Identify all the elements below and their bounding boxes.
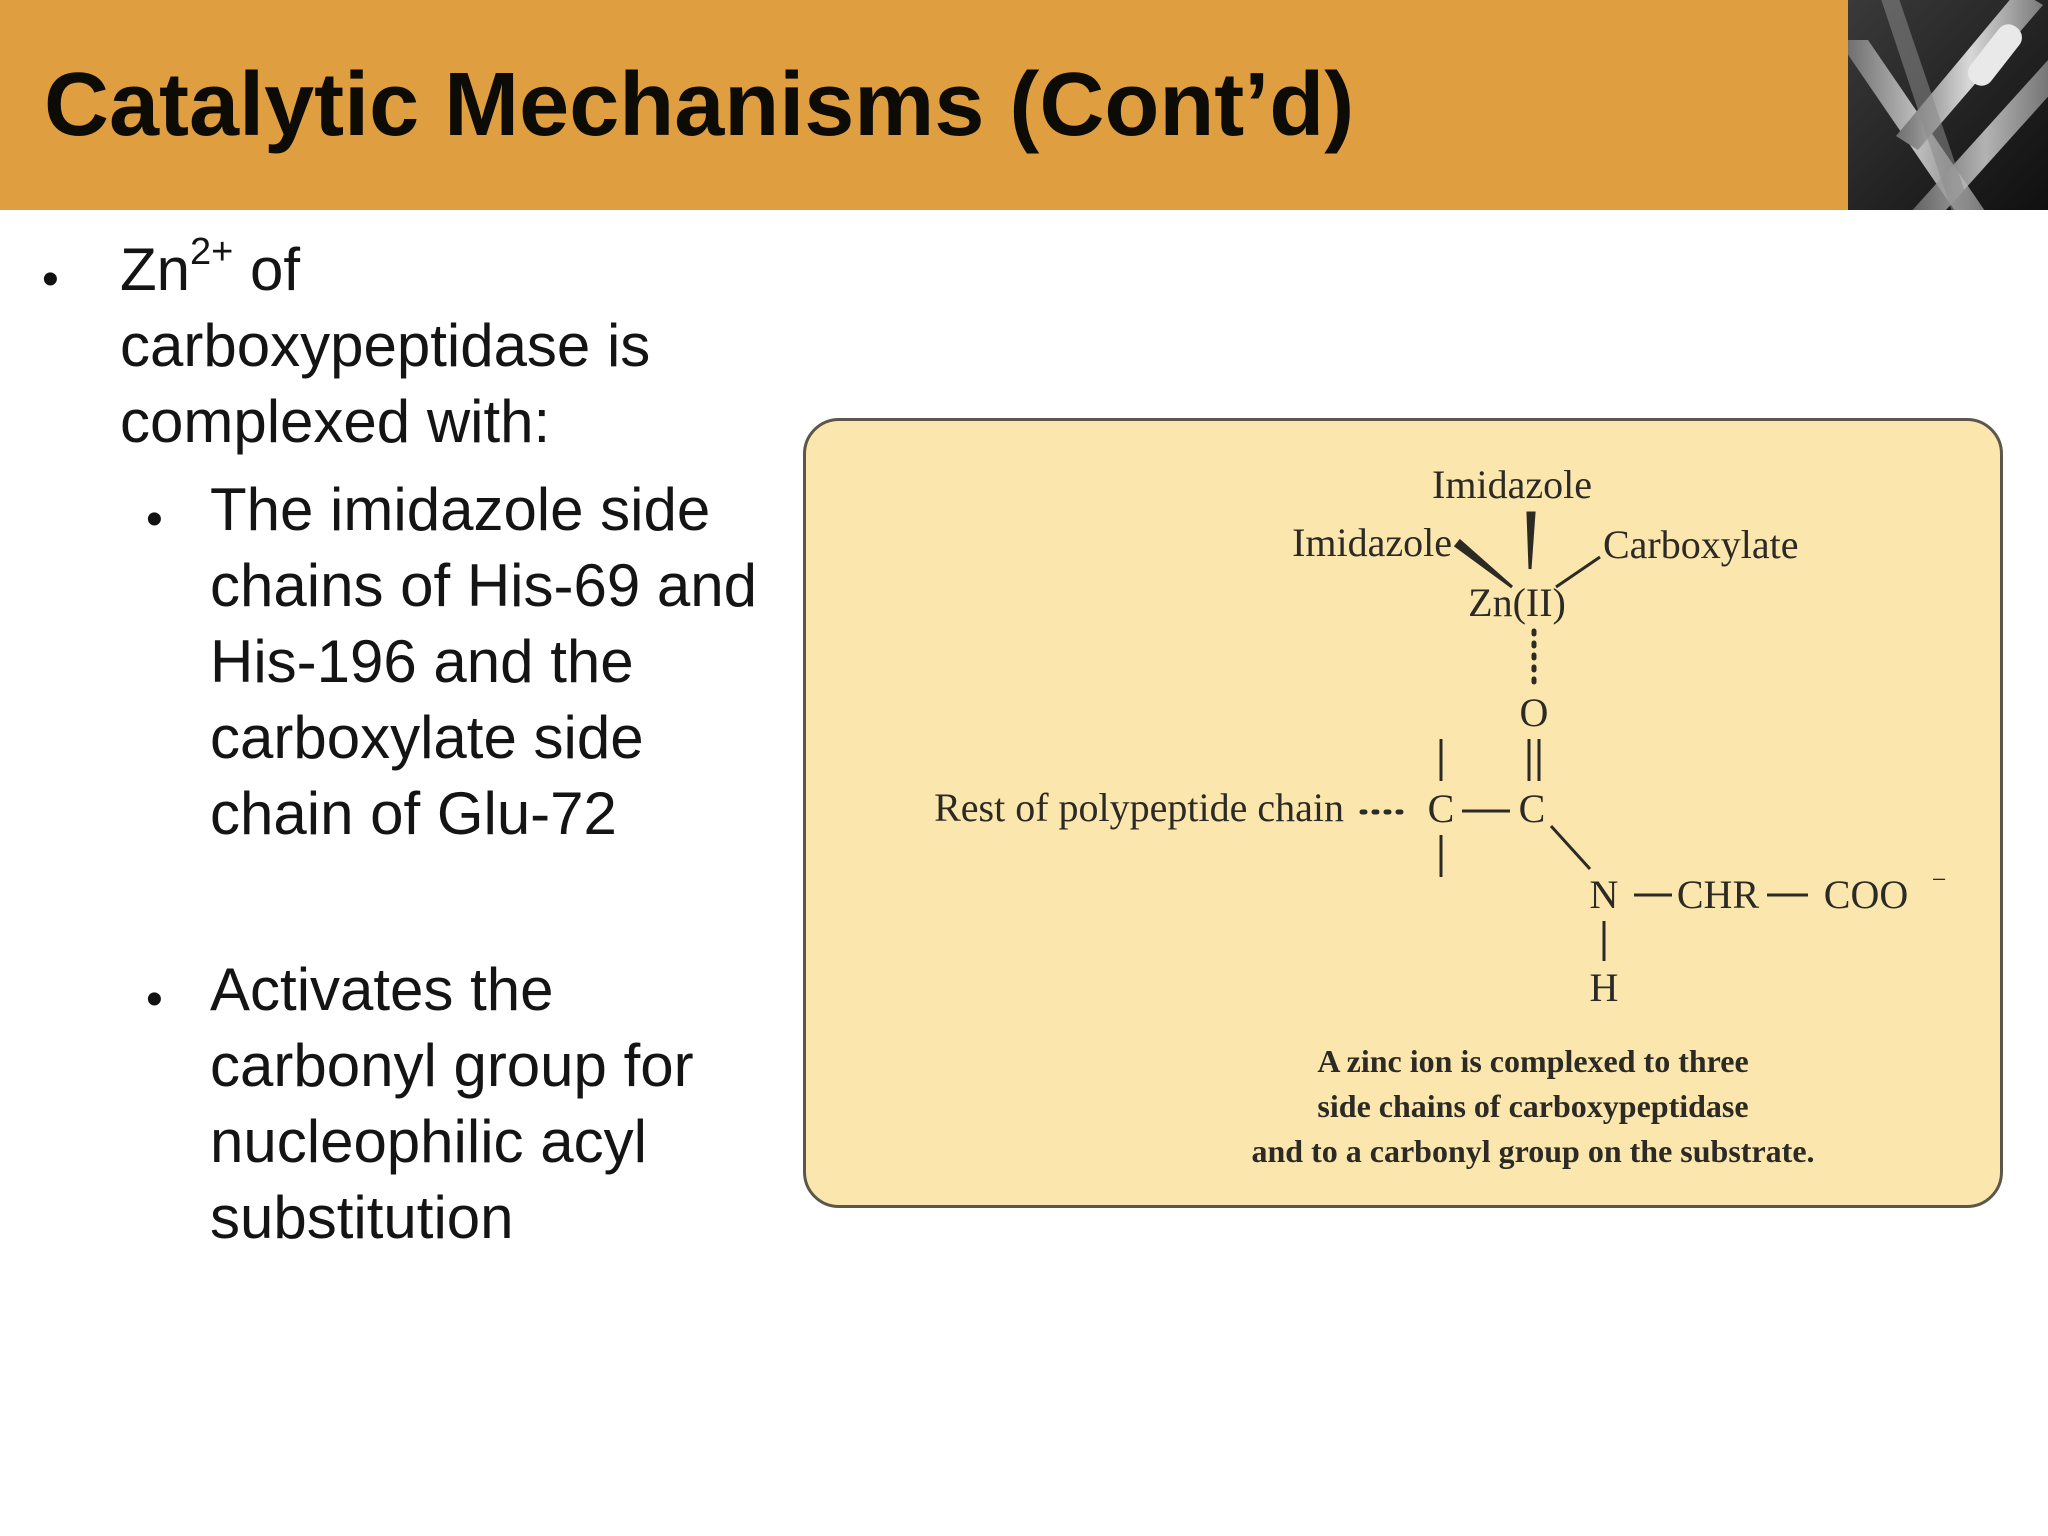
sub-bullet-1-line: chains of His-69 and — [210, 552, 757, 619]
figure-caption-line: side chains of carboxypeptidase — [1317, 1088, 1748, 1124]
bond-imidazole-left-zn — [1453, 538, 1513, 589]
main-bullet-line-1: Zn2+ of — [120, 233, 300, 300]
chr-label: CHR — [1677, 872, 1760, 917]
carbonyl-carbon-label: C — [1519, 786, 1546, 831]
corner-photo — [1848, 0, 2048, 210]
imidazole-top-label: Imidazole — [1432, 462, 1592, 507]
coo-charge-label: − — [1932, 865, 1947, 894]
zn-charge: 2+ — [190, 231, 234, 273]
carboxylate-label: Carboxylate — [1603, 522, 1799, 567]
zn-symbol: Zn — [120, 236, 191, 303]
sub-bullet-2-line: substitution — [210, 1184, 514, 1251]
sub-bullet-2-line: carbonyl group for — [210, 1032, 694, 1099]
rest-of-chain-label: Rest of polypeptide chain — [934, 785, 1344, 830]
hydrogen-label: H — [1590, 965, 1619, 1010]
sub-bullet-2-line: nucleophilic acyl — [210, 1108, 647, 1175]
zinc-complex-figure: Imidazole Imidazole Carboxylate Zn(II) O… — [803, 418, 2003, 1208]
title-bar: Catalytic Mechanisms (Cont’d) — [0, 0, 2048, 210]
nitrogen-label: N — [1590, 872, 1619, 917]
bullet-marker: • — [146, 493, 163, 546]
bond-imidazole-top-zn — [1526, 511, 1536, 570]
sub-bullet-1-line: The imidazole side — [210, 476, 711, 543]
figure-caption-line: A zinc ion is complexed to three — [1317, 1043, 1748, 1079]
bond-carbonyl-nitrogen — [1549, 824, 1592, 871]
coo-label: COO — [1824, 872, 1908, 917]
zinc-label: Zn(II) — [1468, 580, 1566, 625]
oxygen-label: O — [1520, 690, 1549, 735]
bullet-marker: • — [42, 253, 59, 306]
sub-bullet-1-line: chain of Glu-72 — [210, 780, 617, 847]
main-bullet-of: of — [233, 236, 301, 303]
main-bullet-line-3: complexed with: — [120, 388, 551, 455]
bullet-marker: • — [146, 973, 163, 1026]
sub-bullet-2-line: Activates the — [210, 956, 554, 1023]
figure-caption-line: and to a carbonyl group on the substrate… — [1251, 1133, 1814, 1169]
sub-bullet-1-line: His-196 and the — [210, 628, 634, 695]
alpha-carbon-label: C — [1428, 786, 1455, 831]
main-bullet-line-2: carboxypeptidase is — [120, 312, 651, 379]
zinc-complex-diagram: Imidazole Imidazole Carboxylate Zn(II) O… — [934, 462, 1947, 1169]
imidazole-left-label: Imidazole — [1292, 520, 1452, 565]
sub-bullet-1-line: carboxylate side — [210, 704, 644, 771]
slide-title: Catalytic Mechanisms (Cont’d) — [44, 55, 1355, 155]
bond-carboxylate-zn — [1555, 555, 1601, 589]
